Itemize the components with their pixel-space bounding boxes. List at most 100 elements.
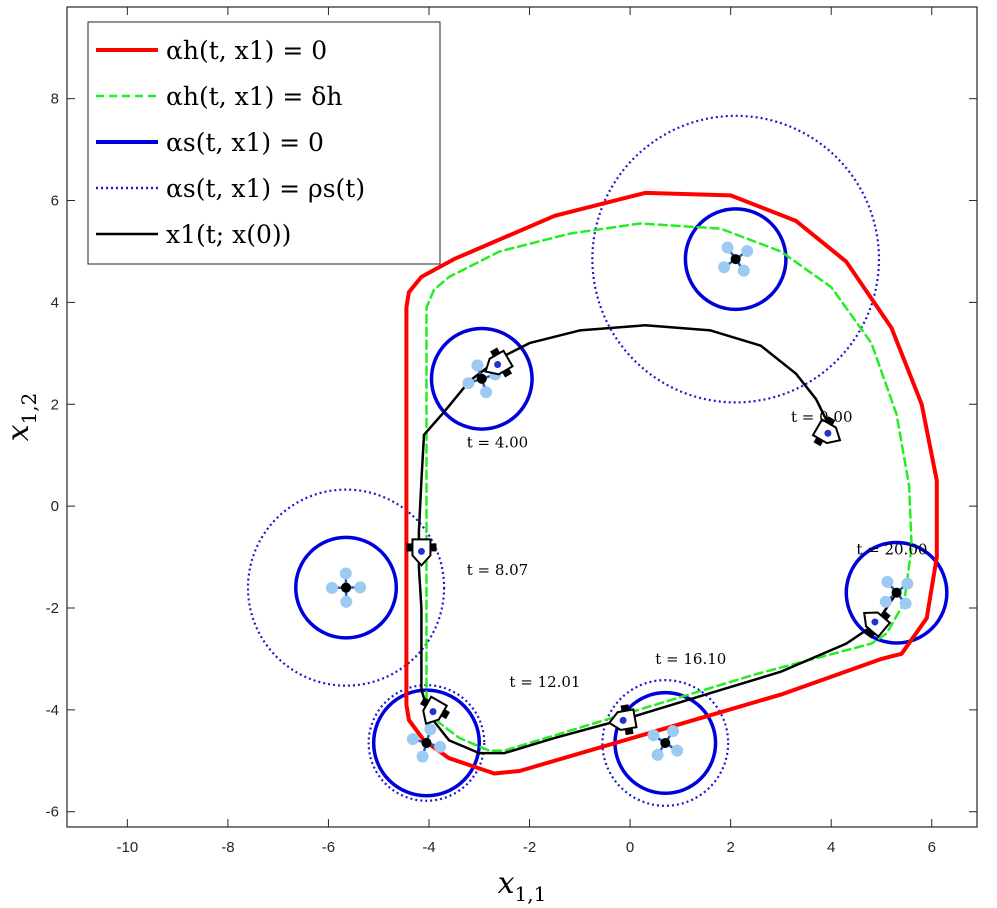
- y-tick-label: 8: [51, 91, 59, 108]
- drone5-drone-icon: [647, 725, 684, 761]
- drone-rotor: [340, 595, 353, 608]
- y-axis-label-base: x: [1, 424, 36, 441]
- y-tick-label: 6: [51, 193, 59, 210]
- drone-rotor: [718, 261, 731, 274]
- drone5-dotted-circle: [601, 679, 730, 807]
- drone1-dotted-circle: [591, 114, 881, 404]
- boat-icon: [811, 416, 842, 447]
- drone6-safe-circle: [844, 540, 949, 645]
- drone-rotor: [671, 744, 684, 757]
- boat-thruster-left: [620, 704, 630, 712]
- drone-body: [891, 587, 902, 598]
- boat-icon: [484, 347, 514, 378]
- boat-center: [417, 547, 425, 555]
- x-axis-label-base: x: [498, 866, 515, 901]
- legend-label: αh(t, x1) = δh: [166, 82, 342, 111]
- boat-thruster-left: [490, 347, 501, 357]
- x-tick-label: -6: [322, 839, 335, 856]
- boat-icon: [420, 695, 451, 726]
- drone-rotor: [899, 597, 912, 610]
- drone-rotor: [666, 725, 679, 738]
- alpha_h_delta-line: [425, 222, 913, 752]
- time-label: t = 0.00: [791, 408, 853, 426]
- drone-rotor: [879, 595, 892, 608]
- drone-rotor: [901, 577, 914, 590]
- y-tick-label: 2: [51, 396, 59, 413]
- boat-thruster-right: [825, 416, 836, 426]
- drone-rotor: [737, 264, 750, 277]
- drone1-safe-circle: [683, 207, 788, 312]
- drone-rotor: [647, 729, 660, 742]
- drone4-dotted-circle: [367, 684, 486, 802]
- boat-thruster-right: [502, 368, 513, 378]
- boat-thruster-left: [880, 610, 891, 621]
- drone-body: [660, 737, 671, 748]
- boats: [406, 347, 892, 736]
- drone-rotor: [434, 740, 447, 753]
- x-tick-label: -4: [422, 839, 435, 856]
- drone-body: [476, 373, 487, 384]
- boat-thruster-right: [430, 543, 437, 552]
- x-tick-label: -10: [116, 839, 138, 856]
- drone-rotor: [881, 575, 894, 588]
- drone-rotor: [721, 241, 734, 254]
- y-axis-label: x1,2: [1, 393, 41, 442]
- x-axis-label: x1,1: [498, 866, 547, 906]
- time-labels: t = 0.00 t = 4.00 t = 8.07 t = 12.01 t = 16.…: [467, 408, 928, 691]
- y-tick-label: -6: [46, 804, 59, 821]
- x-tick-label: 4: [827, 839, 835, 856]
- axes-box: [66, 6, 978, 828]
- boat-icon: [607, 704, 638, 736]
- y-tick-label: -2: [46, 600, 59, 617]
- drone4-safe-circle: [371, 688, 482, 798]
- drone1-drone-icon: [718, 241, 754, 277]
- boat-thruster-left: [420, 697, 430, 708]
- x-tick-label: 6: [928, 839, 936, 856]
- drone-rotor: [325, 581, 338, 594]
- boat-thruster-right: [624, 727, 634, 736]
- time-label: t = 12.01: [509, 673, 580, 691]
- boat-thruster-left: [813, 437, 824, 447]
- drone3-safe-circle: [294, 535, 399, 640]
- time-label: t = 20.00: [856, 541, 927, 559]
- drone-rotor: [424, 723, 437, 736]
- boat-center: [494, 361, 502, 369]
- boat-thruster-right: [865, 628, 876, 639]
- drone2-safe-circle: [429, 326, 534, 431]
- legend-label: αh(t, x1) = 0: [166, 36, 327, 65]
- x-tick-label: 2: [726, 839, 734, 856]
- drone-body: [341, 582, 352, 593]
- x-tick-label: -2: [523, 839, 536, 856]
- boat-center: [429, 708, 437, 716]
- boat-center: [619, 716, 627, 724]
- drones: [325, 241, 914, 763]
- time-label: t = 8.07: [467, 561, 529, 579]
- boat-center: [871, 618, 879, 626]
- time-label: t = 16.10: [655, 650, 726, 668]
- drone3-drone-icon: [325, 567, 367, 608]
- legend-label: αs(t, x1) = ρs(t): [166, 174, 365, 203]
- drone-rotor: [651, 748, 664, 761]
- legend-label: x1(t; x(0)): [166, 220, 291, 249]
- boat-center: [824, 429, 832, 437]
- drone4-drone-icon: [406, 723, 447, 763]
- drone-rotor: [471, 359, 484, 372]
- drone3-dotted-circle: [246, 488, 446, 687]
- y-tick-label: 0: [51, 498, 59, 515]
- time-label: t = 4.00: [467, 434, 529, 452]
- y-axis-label-sub: 1,2: [17, 393, 41, 425]
- y-tick-label: -4: [46, 702, 59, 719]
- boat-thruster-left: [406, 543, 413, 552]
- drone-rotor: [741, 245, 754, 258]
- drone-rotor: [462, 377, 475, 390]
- drone-body: [730, 254, 741, 265]
- boat-icon: [406, 538, 437, 567]
- drone-rotor: [354, 581, 367, 594]
- drone-rotor: [480, 386, 493, 399]
- y-tick-label: 4: [51, 294, 59, 311]
- x-tick-label: -8: [221, 839, 234, 856]
- x-axis-label-sub: 1,1: [515, 882, 547, 906]
